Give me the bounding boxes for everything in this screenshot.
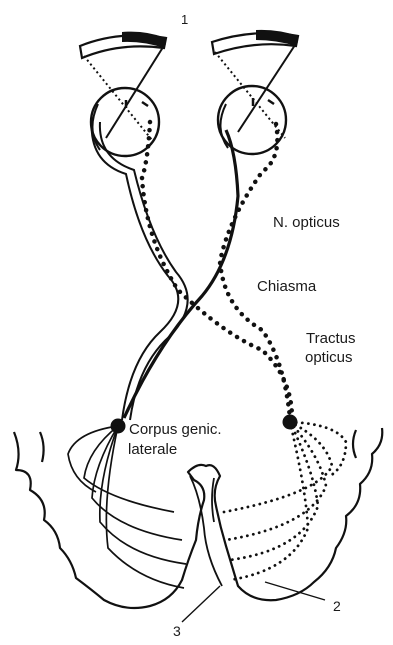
- right-optic-radiation: [224, 422, 346, 580]
- cortex-outline: [14, 428, 382, 608]
- label-marker-3: 3: [173, 623, 181, 639]
- leader-line-2: [265, 582, 325, 600]
- left-visual-field: [80, 32, 166, 58]
- right-eye: [218, 86, 286, 154]
- right-nasal-fibers: [124, 130, 238, 418]
- left-temporal-fibers: [92, 118, 188, 420]
- label-optic-nerve: N. opticus: [273, 214, 340, 231]
- right-visual-field: [212, 30, 298, 54]
- calcarine-sulcus: [190, 476, 222, 586]
- light-rays: [84, 42, 297, 140]
- label-chiasma: Chiasma: [257, 278, 317, 295]
- label-marker-2: 2: [333, 598, 341, 614]
- label-marker-1: 1: [181, 12, 188, 27]
- label-lgn-line1: Corpus genic.: [129, 421, 222, 438]
- leader-line-3: [182, 586, 220, 622]
- label-lgn-line2: laterale: [128, 441, 177, 458]
- label-optic-tract-line1: Tractus: [306, 330, 355, 347]
- label-optic-tract-line2: opticus: [305, 349, 353, 366]
